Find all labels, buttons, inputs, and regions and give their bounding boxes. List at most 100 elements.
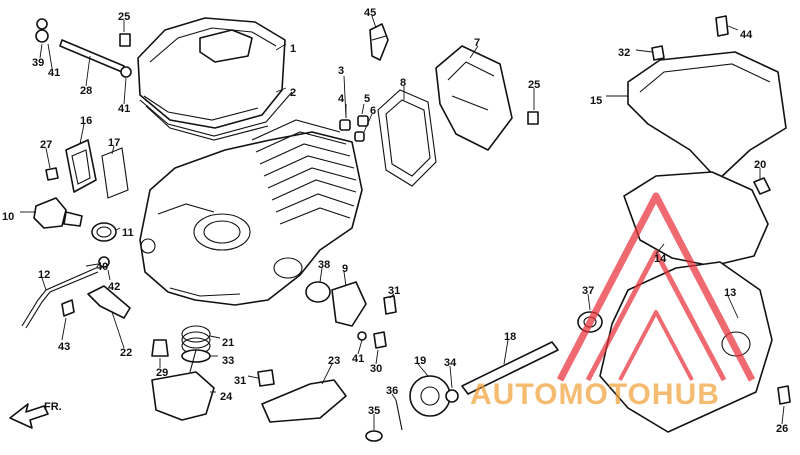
callout-leader-line: [115, 227, 121, 231]
callout-leader-line: [503, 339, 509, 365]
callout-leader-line: [321, 363, 333, 385]
bolt-25b: [527, 111, 539, 125]
screw-32: [651, 45, 665, 61]
breather-valve-9: [331, 281, 367, 327]
dipstick-12: [21, 267, 99, 329]
callout-number: 35: [368, 405, 380, 417]
callout-number: 41: [118, 103, 130, 115]
breather-16: [65, 139, 97, 193]
washer-35: [365, 430, 383, 442]
washer-39: [35, 18, 49, 43]
callout-number: 41: [352, 353, 364, 365]
nut-40: [98, 256, 110, 268]
front-direction-arrow: FR.: [9, 401, 62, 429]
callout-number: 4: [338, 93, 345, 105]
watermark-text-b: HUB: [652, 378, 720, 411]
valve-cover-plate: [435, 45, 513, 151]
valve-caps: [339, 115, 369, 142]
callout-number: 36: [386, 385, 398, 397]
callout-leader-line: [79, 123, 85, 145]
washer-34: [445, 389, 459, 403]
callout-leader-line: [47, 43, 53, 69]
callout-number: 8: [400, 77, 406, 89]
callout-number: 24: [220, 391, 233, 403]
callout-leader-line: [449, 365, 453, 389]
o-ring-11: [91, 222, 117, 242]
callout-number: 40: [96, 261, 108, 273]
watermark-text: AUTOMOTOHUB: [470, 378, 720, 411]
callout-leader-line: [111, 311, 125, 349]
callout-number: 44: [740, 29, 753, 41]
bolt-44: [715, 15, 729, 37]
callout-number: 14: [654, 253, 667, 265]
watermark-text-a: AUTOMOTO: [470, 378, 652, 411]
callout-leader-line: [107, 269, 111, 281]
callout-leader-line: [45, 147, 51, 169]
governor-spring-21: [181, 325, 211, 355]
callout-number: 30: [370, 363, 382, 375]
bolt-26: [777, 385, 791, 405]
callout-number: 43: [58, 341, 70, 353]
watermark-logo-icon: [556, 192, 756, 382]
callout-number: 6: [370, 105, 376, 117]
head-cover-gasket: [139, 91, 293, 141]
bolt-43: [61, 299, 75, 317]
cylinder-block: [139, 119, 363, 306]
callout-number: 22: [120, 347, 132, 359]
breather-gasket-17: [101, 147, 129, 199]
callout-number: 41: [48, 67, 60, 79]
shaft-18: [461, 341, 559, 395]
callout-number: 12: [38, 269, 50, 281]
bolt-31b: [383, 295, 397, 315]
callout-leader-line: [85, 263, 99, 267]
callout-number: 39: [32, 57, 44, 69]
callout-leader-line: [417, 363, 429, 377]
stud-28: [59, 39, 132, 78]
callout-leader-line: [375, 349, 379, 365]
callout-leader-line: [319, 267, 323, 283]
callout-leader-line: [275, 87, 287, 93]
watermark: AUTOMOTOHUB: [470, 192, 756, 411]
callout-leader-line: [371, 15, 377, 29]
spark-plug: [369, 23, 389, 61]
front-direction-label: FR.: [44, 401, 62, 413]
callout-leader-line: [635, 49, 653, 53]
callout-leader-line: [61, 317, 67, 341]
callout-number: 2: [290, 87, 296, 99]
callout-leader-line: [389, 293, 395, 299]
screw-27: [45, 167, 59, 181]
callout-leader-line: [209, 335, 221, 339]
callout-number: 15: [590, 95, 602, 107]
oil-gear-19: [409, 375, 451, 417]
callout-leader-line: [469, 45, 479, 59]
callout-leader-line: [391, 393, 397, 401]
bolt-31a: [257, 369, 275, 387]
callout-leader-line: [111, 145, 115, 155]
callout-number: 1: [290, 43, 296, 55]
pin-36: [395, 399, 403, 431]
bolt-30: [373, 331, 387, 349]
callout-leader-line: [275, 43, 287, 51]
callout-number: 19: [414, 355, 426, 367]
callout-leader-line: [727, 25, 739, 31]
callout-number: 37: [582, 285, 594, 297]
callout-number: 45: [364, 7, 376, 19]
fitting-29: [151, 339, 169, 357]
callout-number: 10: [2, 211, 14, 223]
callout-number: 23: [328, 355, 340, 367]
callout-number: 9: [342, 263, 348, 275]
callout-number: 5: [364, 93, 370, 105]
callout-leader-line: [85, 55, 91, 87]
callout-number: 16: [80, 115, 92, 127]
callout-number: 38: [318, 259, 330, 271]
callout-leader-line: [41, 277, 47, 291]
bolt-25a: [119, 33, 131, 47]
governor-arm-24: [151, 349, 215, 421]
callout-leader-line: [343, 271, 347, 287]
washer-41c: [357, 331, 367, 341]
callout-number: 34: [444, 357, 457, 369]
oil-filler-cap: [33, 197, 83, 229]
